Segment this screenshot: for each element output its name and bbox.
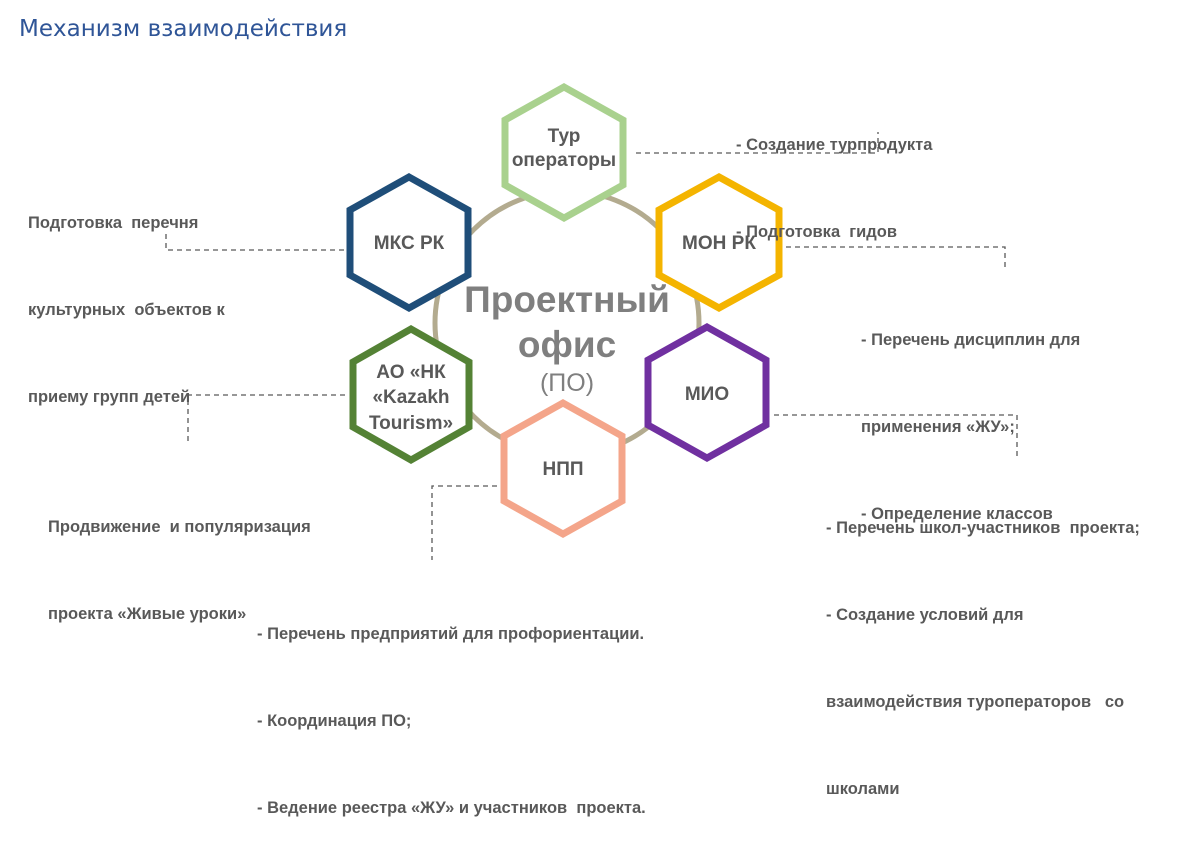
hex-mon-label: МОН РК <box>682 233 756 254</box>
hex-mks <box>346 172 472 313</box>
note-line: Подготовка перечня <box>28 214 199 232</box>
note-line: - Перечень школ-участников проекта; <box>826 519 1140 537</box>
hex-mon <box>655 173 783 312</box>
note-mks: Подготовка перечня культурных объектов к… <box>28 151 225 441</box>
connector-tur <box>636 132 879 154</box>
connector-mks <box>165 230 344 251</box>
note-line: - Перечень дисциплин для <box>861 331 1081 349</box>
hex-tur-label-line2: операторы <box>512 150 616 171</box>
page-title: Механизм взаимодействия <box>19 16 348 42</box>
hex-mio <box>644 322 770 463</box>
note-mio: - Перечень школ-участников проекта; - Со… <box>826 456 1140 833</box>
hex-npp <box>500 398 626 539</box>
note-line: - Координация ПО; <box>257 712 412 730</box>
note-line: проекта «Живые уроки» <box>48 605 247 623</box>
note-mon: - Перечень дисциплин для применения «ЖУ»… <box>861 268 1080 558</box>
connector-mon <box>786 246 1006 268</box>
center-title-line1: Проектный <box>464 279 670 320</box>
hex-kt-label-line1: АО «НК <box>376 362 446 383</box>
note-line: Продвижение и популяризация <box>48 518 311 536</box>
hex-kt-label-line3: Tourism» <box>369 413 453 434</box>
note-line: - Перечень предприятий для профориентаци… <box>257 625 645 643</box>
center-title-abbrev: (ПО) <box>540 369 594 397</box>
note-line: культурных объектов к <box>28 301 225 319</box>
connector-mio <box>774 414 1018 456</box>
hex-kt <box>349 324 473 465</box>
note-line: взаимодействия туроператоров со <box>826 693 1125 711</box>
note-line: - Определение классов <box>861 505 1053 523</box>
hex-mio-label: МИО <box>685 384 729 405</box>
note-line: - Создание турпродукта <box>736 136 933 154</box>
interaction-diagram: Проектный офис (ПО) Тур операторы МОН РК… <box>165 82 1018 560</box>
note-line: школами <box>826 780 900 798</box>
hex-tur <box>501 82 627 223</box>
note-line: приему групп детей <box>28 388 191 406</box>
connector-npp <box>431 485 497 560</box>
note-kt: Продвижение и популяризация проекта «Жив… <box>48 455 311 658</box>
hex-npp-label: НПП <box>542 459 583 480</box>
note-line: - Подготовка гидов <box>736 223 897 241</box>
note-line: применения «ЖУ»; <box>861 418 1015 436</box>
center-title-line2: офис <box>518 324 616 365</box>
hex-kt-label-line2: «Kazakh <box>372 387 449 408</box>
hex-mks-label: МКС РК <box>374 233 445 254</box>
note-tur: - Создание турпродукта - Подготовка гидо… <box>736 73 932 276</box>
note-line: - Ведение реестра «ЖУ» и участников прое… <box>257 799 646 817</box>
note-line: - Создание условий для <box>826 606 1024 624</box>
note-npp: - Перечень предприятий для профориентаци… <box>257 562 646 852</box>
hex-tur-label-line1: Тур <box>548 126 581 147</box>
connector-kt <box>187 394 345 443</box>
